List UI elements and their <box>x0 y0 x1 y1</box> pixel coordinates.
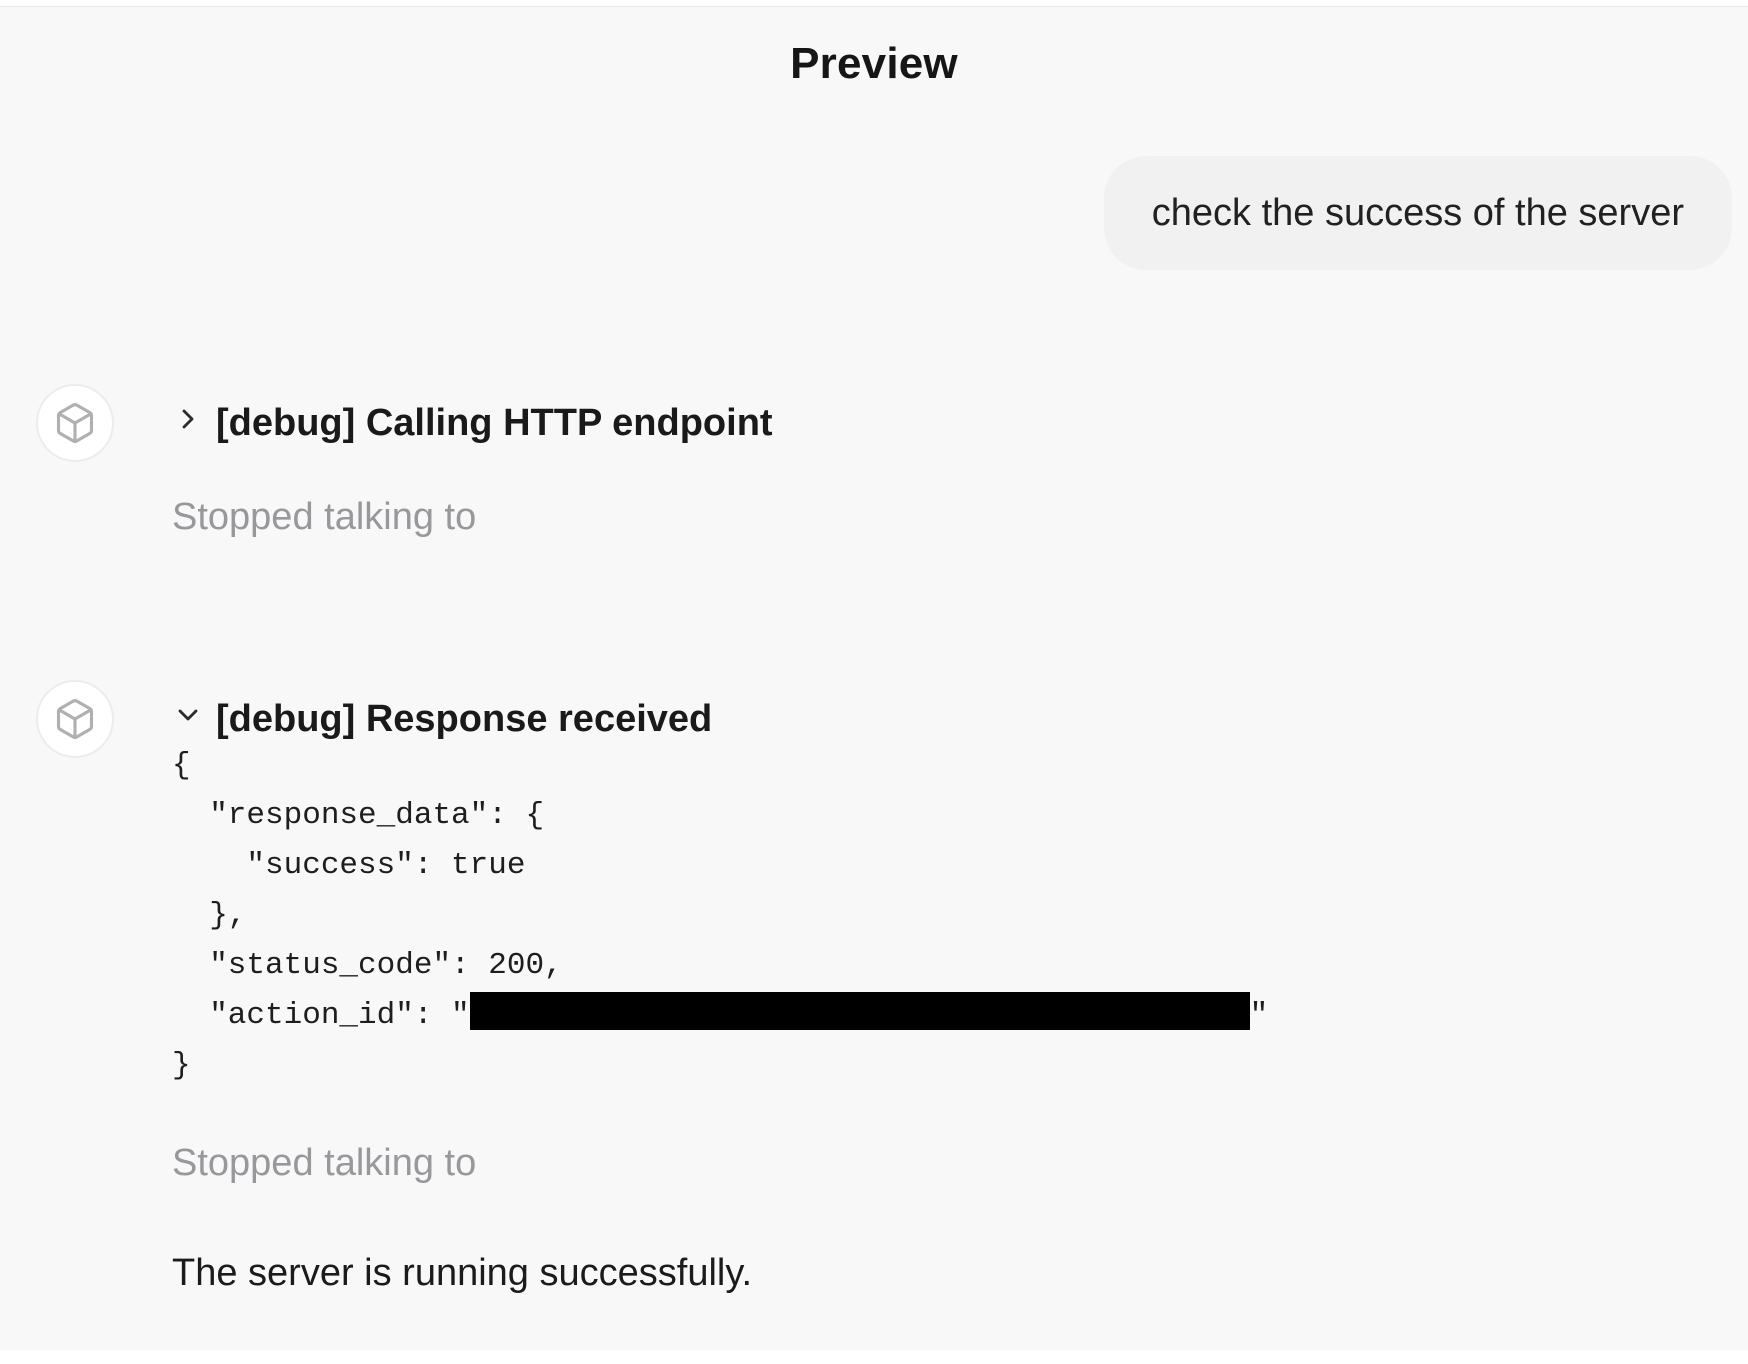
code-line: "response_data": { <box>172 798 545 833</box>
json-response-block: { "response_data": { "success": true }, … <box>172 741 1748 1091</box>
turn-body: [debug] Response received { "response_da… <box>172 680 1748 1293</box>
debug-toggle-response-received[interactable]: [debug] Response received <box>172 697 1748 741</box>
debug-header-label: [debug] Calling HTTP endpoint <box>216 402 773 444</box>
code-line: } <box>172 1048 191 1083</box>
chevron-down-icon <box>172 697 204 741</box>
code-text: " <box>1249 998 1269 1033</box>
assistant-turn: [debug] Calling HTTP endpoint Stopped ta… <box>0 384 1748 537</box>
user-message-bubble: check the success of the server <box>1103 156 1732 270</box>
debug-toggle-calling-http[interactable]: [debug] Calling HTTP endpoint <box>172 401 1748 445</box>
code-line: }, <box>172 898 247 933</box>
status-text: Stopped talking to <box>172 496 477 538</box>
cube-icon <box>53 697 97 741</box>
code-text: "action_id": " <box>172 998 470 1033</box>
bottom-strip <box>0 1350 1748 1364</box>
chevron-right-icon <box>172 401 204 445</box>
top-divider <box>0 0 1748 7</box>
status-text: Stopped talking to <box>172 1142 477 1184</box>
turn-body: [debug] Calling HTTP endpoint Stopped ta… <box>172 384 1748 537</box>
code-line: { <box>172 748 191 783</box>
code-line: "status_code": 200, <box>172 948 563 983</box>
avatar <box>36 384 114 462</box>
user-message-row: check the success of the server <box>0 156 1748 270</box>
redacted-action-id <box>469 992 1250 1030</box>
chat-content: Preview check the success of the server <box>0 7 1748 1350</box>
code-line: "success": true <box>172 848 526 883</box>
assistant-final-message: The server is running successfully. <box>172 1252 753 1294</box>
assistant-turn: [debug] Response received { "response_da… <box>0 680 1748 1293</box>
page-title: Preview <box>790 39 958 88</box>
code-line-action-id: "action_id": " " <box>172 991 1748 1041</box>
debug-header-label: [debug] Response received <box>216 698 713 740</box>
cube-icon <box>53 401 97 445</box>
avatar <box>36 680 114 758</box>
